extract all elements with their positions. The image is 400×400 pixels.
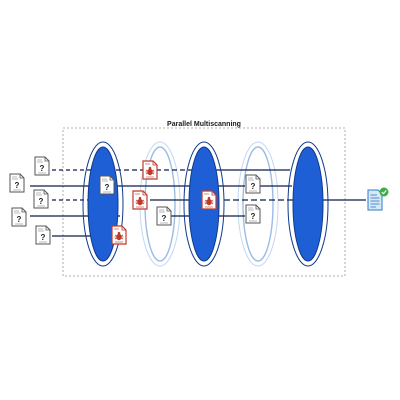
malicious-file-icon xyxy=(142,160,158,180)
diagram-title: Parallel Multiscanning xyxy=(167,121,241,128)
unknown-file-icon xyxy=(34,156,50,176)
malicious-file-icon xyxy=(111,225,127,245)
unknown-file-icon xyxy=(35,225,51,245)
malicious-file-icon xyxy=(132,190,148,210)
scanner-engine-ghost-2 xyxy=(237,141,279,267)
multiscanning-frame xyxy=(62,127,346,277)
malicious-file-icon xyxy=(201,190,217,210)
unknown-file-icon xyxy=(156,206,172,226)
scanner-engine-3 xyxy=(287,141,329,267)
unknown-file-icon xyxy=(33,189,49,209)
scanner-engine-1 xyxy=(82,141,124,267)
unknown-file-icon xyxy=(99,175,115,195)
clean-output-document-icon xyxy=(367,189,383,211)
unknown-file-icon xyxy=(245,204,261,224)
unknown-file-icon xyxy=(11,207,27,227)
check-badge-icon xyxy=(379,187,389,197)
unknown-file-icon xyxy=(245,174,261,194)
unknown-file-icon xyxy=(9,173,25,193)
